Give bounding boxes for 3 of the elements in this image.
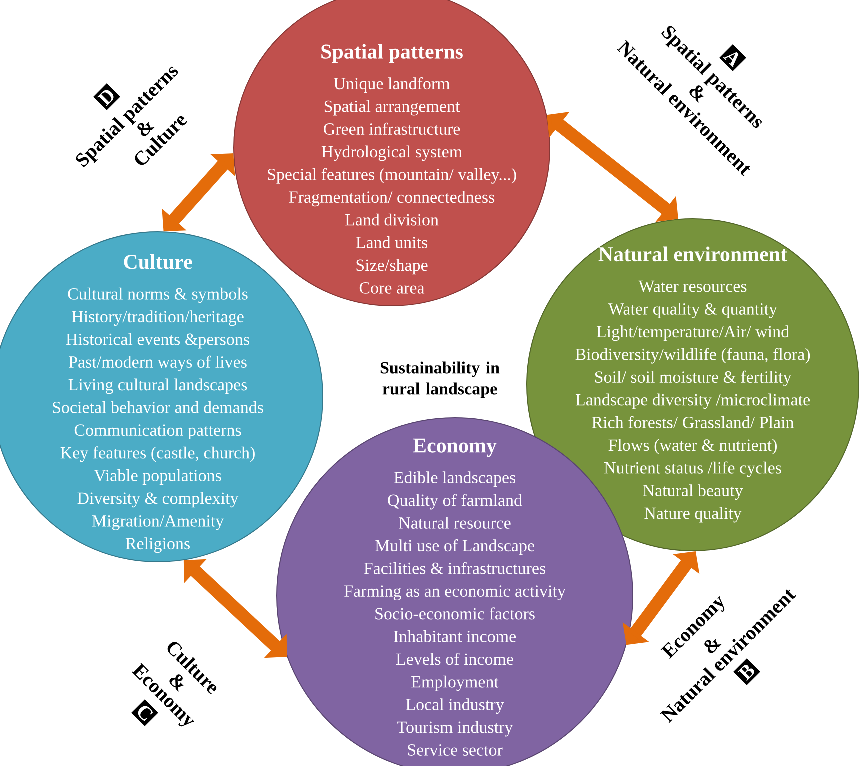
letter-badge: A xyxy=(720,44,746,72)
center-label: Sustainability in rural landscape xyxy=(380,362,500,398)
letter-badge: D xyxy=(94,84,120,110)
